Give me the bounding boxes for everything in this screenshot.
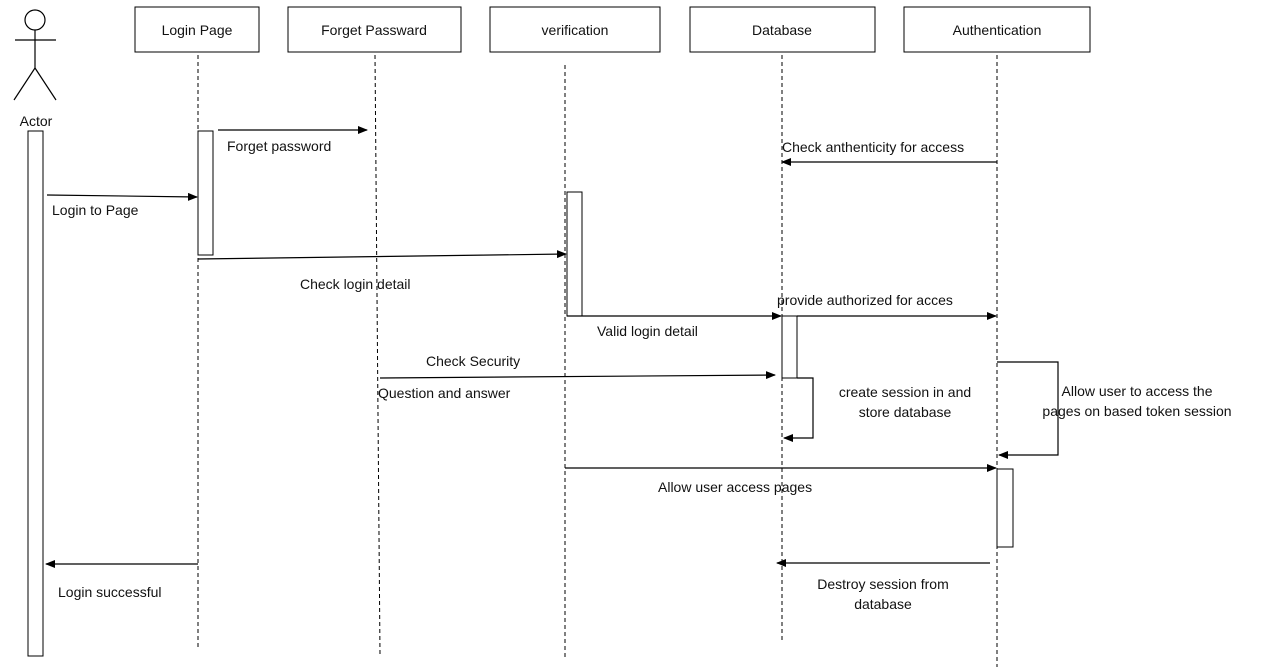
- participant-label: Forget Passward: [321, 22, 427, 38]
- message-label: Check login detail: [300, 276, 411, 292]
- message-label: database: [854, 596, 912, 612]
- participant-forget-password: Forget Passward: [287, 6, 462, 53]
- message-label: Destroy session from: [817, 576, 948, 592]
- actor-figure: [13, 9, 57, 101]
- message-label: Check Security: [426, 353, 520, 369]
- participant-authentication: Authentication: [903, 6, 1091, 53]
- arrow-check-login-detail: [197, 250, 567, 260]
- activation-actor: [27, 130, 44, 657]
- activation-database: [781, 315, 798, 379]
- lifeline-forget-password: [374, 54, 381, 656]
- participant-database: Database: [689, 6, 876, 53]
- message-label: Question and answer: [378, 385, 511, 401]
- arrow-allow-user-access: [997, 361, 1059, 459]
- message-label: Check anthenticity for access: [782, 139, 964, 155]
- message-label: provide authorized for acces: [777, 292, 953, 308]
- participant-label: Authentication: [953, 22, 1042, 38]
- message-label: Valid login detail: [597, 323, 698, 339]
- message-label: Allow user to access the: [1062, 383, 1213, 399]
- arrow-login-to-page: [46, 192, 198, 201]
- participant-label: Database: [752, 22, 812, 38]
- activation-verification: [566, 191, 583, 317]
- participant-label: Login Page: [162, 22, 233, 38]
- participant-login-page: Login Page: [134, 6, 260, 53]
- message-label: pages on based token session: [1042, 403, 1231, 419]
- participant-verification: verification: [489, 6, 661, 53]
- message-label: Login successful: [58, 584, 162, 600]
- activation-authentication: [996, 468, 1014, 548]
- participant-label: verification: [542, 22, 609, 38]
- message-label: Allow user access pages: [658, 479, 812, 495]
- arrow-check-security: [379, 371, 776, 380]
- message-label: create session in and: [839, 384, 971, 400]
- message-label: Forget password: [227, 138, 331, 154]
- message-label: store database: [859, 404, 952, 420]
- message-label: Login to Page: [52, 202, 139, 218]
- activation-login-page: [197, 130, 214, 256]
- actor-label: Actor: [20, 113, 53, 129]
- arrow-create-session: [783, 377, 814, 442]
